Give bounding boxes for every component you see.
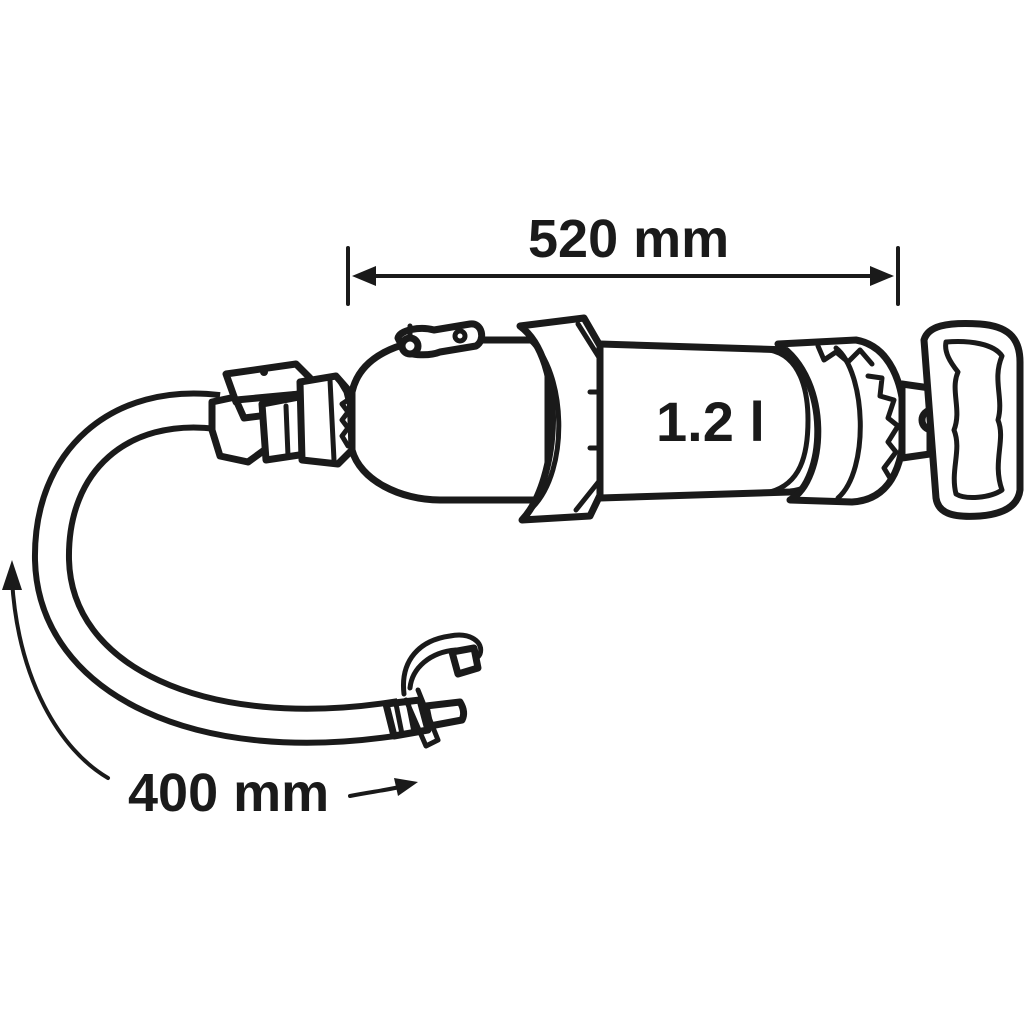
rear-cap [774, 336, 908, 506]
length-dimension-label: 520 mm [528, 209, 730, 269]
cylinder-front [348, 320, 552, 504]
cylinder-collar [516, 314, 618, 524]
length-dimension-line [346, 246, 900, 306]
hose-length-arrow [2, 560, 418, 798]
t-handle [920, 320, 1024, 520]
hose [31, 390, 404, 746]
hose-length-label: 400 mm [128, 763, 330, 823]
capacity-label: 1.2 l [656, 390, 765, 453]
valve-body [208, 360, 356, 468]
hose-nozzle [382, 632, 484, 749]
